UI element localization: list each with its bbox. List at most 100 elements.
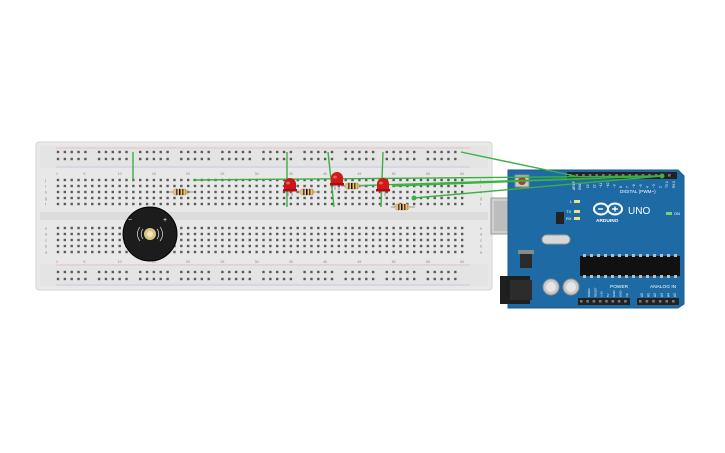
breadboard-hole[interactable] bbox=[337, 232, 341, 236]
breadboard-hole[interactable] bbox=[392, 196, 395, 200]
breadboard-hole[interactable] bbox=[337, 250, 341, 254]
breadboard-hole[interactable] bbox=[303, 178, 306, 182]
breadboard-hole[interactable] bbox=[440, 196, 443, 200]
breadboard-hole[interactable] bbox=[447, 277, 450, 281]
breadboard-hole[interactable] bbox=[248, 184, 251, 188]
breadboard-hole[interactable] bbox=[186, 226, 190, 230]
breadboard-hole[interactable] bbox=[433, 178, 436, 182]
breadboard-hole[interactable] bbox=[152, 184, 156, 188]
analog-header[interactable] bbox=[637, 298, 679, 305]
breadboard-hole[interactable] bbox=[241, 277, 245, 281]
breadboard-hole[interactable] bbox=[330, 238, 334, 242]
breadboard-hole[interactable] bbox=[399, 150, 402, 154]
breadboard-hole[interactable] bbox=[323, 232, 327, 236]
breadboard-hole[interactable] bbox=[433, 184, 436, 188]
breadboard-hole[interactable] bbox=[186, 238, 190, 242]
breadboard-hole[interactable] bbox=[104, 277, 108, 281]
breadboard-hole[interactable] bbox=[317, 250, 320, 254]
breadboard-hole[interactable] bbox=[433, 157, 436, 161]
breadboard-hole[interactable] bbox=[358, 226, 361, 230]
breadboard-hole[interactable] bbox=[440, 277, 443, 281]
breadboard-hole[interactable] bbox=[460, 202, 464, 206]
breadboard-hole[interactable] bbox=[276, 190, 279, 194]
breadboard-hole[interactable] bbox=[104, 232, 108, 236]
breadboard-hole[interactable] bbox=[289, 202, 293, 206]
breadboard-hole[interactable] bbox=[440, 232, 443, 236]
breadboard-hole[interactable] bbox=[276, 238, 279, 242]
breadboard-hole[interactable] bbox=[317, 226, 320, 230]
breadboard-hole[interactable] bbox=[337, 226, 341, 230]
breadboard-hole[interactable] bbox=[296, 244, 299, 248]
breadboard-hole[interactable] bbox=[276, 157, 279, 161]
breadboard-hole[interactable] bbox=[248, 244, 251, 248]
breadboard-hole[interactable] bbox=[70, 178, 73, 182]
breadboard-hole[interactable] bbox=[200, 226, 204, 230]
breadboard-hole[interactable] bbox=[282, 250, 286, 254]
breadboard-hole[interactable] bbox=[351, 270, 354, 274]
breadboard-hole[interactable] bbox=[111, 190, 114, 194]
breadboard-hole[interactable] bbox=[139, 277, 142, 281]
breadboard-hole[interactable] bbox=[365, 226, 368, 230]
breadboard-hole[interactable] bbox=[371, 196, 375, 200]
breadboard-hole[interactable] bbox=[125, 202, 128, 206]
breadboard-hole[interactable] bbox=[371, 250, 375, 254]
breadboard-hole[interactable] bbox=[193, 226, 197, 230]
breadboard-hole[interactable] bbox=[282, 244, 286, 248]
breadboard-hole[interactable] bbox=[460, 196, 464, 200]
breadboard-hole[interactable] bbox=[303, 196, 306, 200]
breadboard-hole[interactable] bbox=[365, 250, 368, 254]
breadboard-hole[interactable] bbox=[221, 270, 224, 274]
breadboard-hole[interactable] bbox=[447, 190, 450, 194]
breadboard-hole[interactable] bbox=[193, 157, 197, 161]
breadboard-hole[interactable] bbox=[200, 196, 204, 200]
breadboard-hole[interactable] bbox=[358, 202, 361, 206]
breadboard-hole[interactable] bbox=[371, 270, 375, 274]
breadboard-hole[interactable] bbox=[399, 178, 402, 182]
breadboard-hole[interactable] bbox=[111, 244, 114, 248]
breadboard-hole[interactable] bbox=[371, 226, 375, 230]
breadboard-hole[interactable] bbox=[63, 178, 67, 182]
breadboard-hole[interactable] bbox=[159, 184, 162, 188]
breadboard-hole[interactable] bbox=[97, 238, 101, 242]
breadboard-hole[interactable] bbox=[344, 190, 347, 194]
breadboard-hole[interactable] bbox=[303, 157, 306, 161]
breadboard-hole[interactable] bbox=[344, 196, 347, 200]
breadboard-hole[interactable] bbox=[310, 150, 313, 154]
breadboard-hole[interactable] bbox=[385, 157, 388, 161]
breadboard-hole[interactable] bbox=[269, 202, 272, 206]
breadboard-hole[interactable] bbox=[440, 157, 443, 161]
breadboard-hole[interactable] bbox=[56, 202, 60, 206]
breadboard-hole[interactable] bbox=[433, 150, 436, 154]
breadboard-hole[interactable] bbox=[454, 196, 457, 200]
breadboard-hole[interactable] bbox=[84, 232, 87, 236]
breadboard-hole[interactable] bbox=[344, 250, 347, 254]
breadboard-hole[interactable] bbox=[447, 184, 450, 188]
breadboard-hole[interactable] bbox=[166, 184, 169, 188]
breadboard-hole[interactable] bbox=[159, 270, 162, 274]
breadboard-hole[interactable] bbox=[125, 250, 128, 254]
breadboard-hole[interactable] bbox=[323, 184, 327, 188]
breadboard-hole[interactable] bbox=[330, 244, 334, 248]
breadboard-hole[interactable] bbox=[262, 244, 265, 248]
breadboard-hole[interactable] bbox=[269, 244, 272, 248]
breadboard-hole[interactable] bbox=[447, 238, 450, 242]
breadboard-hole[interactable] bbox=[419, 178, 423, 182]
breadboard-hole[interactable] bbox=[159, 178, 162, 182]
header-pin[interactable] bbox=[672, 300, 675, 303]
breadboard-hole[interactable] bbox=[310, 250, 313, 254]
breadboard-hole[interactable] bbox=[214, 238, 217, 242]
breadboard-hole[interactable] bbox=[358, 238, 361, 242]
breadboard-hole[interactable] bbox=[276, 202, 279, 206]
breadboard-hole[interactable] bbox=[337, 196, 341, 200]
breadboard-hole[interactable] bbox=[419, 232, 423, 236]
breadboard-hole[interactable] bbox=[406, 244, 409, 248]
breadboard-hole[interactable] bbox=[276, 250, 279, 254]
breadboard-hole[interactable] bbox=[56, 250, 60, 254]
breadboard-hole[interactable] bbox=[63, 270, 67, 274]
breadboard-hole[interactable] bbox=[365, 178, 368, 182]
breadboard-hole[interactable] bbox=[234, 202, 238, 206]
breadboard-hole[interactable] bbox=[241, 202, 245, 206]
breadboard-hole[interactable] bbox=[152, 150, 156, 154]
breadboard-hole[interactable] bbox=[56, 270, 60, 274]
breadboard-hole[interactable] bbox=[193, 190, 197, 194]
